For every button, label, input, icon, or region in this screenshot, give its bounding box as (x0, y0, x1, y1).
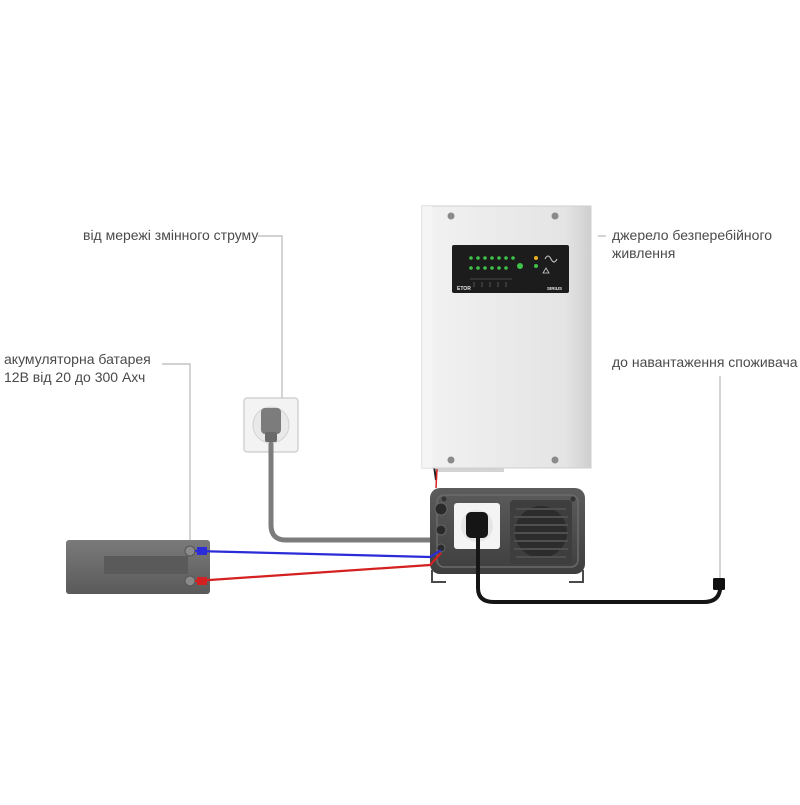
power-switch (434, 502, 448, 516)
label-mains: від мережі змінного струму (83, 227, 259, 243)
screw (551, 456, 559, 464)
fuse-holder (435, 524, 447, 536)
leader-lines (162, 235, 721, 580)
status-leds-top (469, 256, 515, 260)
wire-negative (194, 549, 442, 559)
label-battery: акумуляторна батарея 12В від 20 до 300 А… (4, 350, 151, 386)
wire-positive (194, 552, 442, 583)
screw (447, 456, 455, 464)
battery-terminal-positive (184, 575, 196, 587)
model-logo: SIRIUS (547, 286, 562, 291)
label-ups-line1: джерело безперебійного (612, 227, 773, 243)
battery-terminal-negative (184, 545, 196, 557)
leader-mains (258, 235, 283, 398)
label-ups-line2: живлення (612, 245, 676, 261)
warning-icon (542, 267, 550, 274)
label-load: до навантаження споживача (612, 354, 798, 370)
label-ups: джерело безперебійного живлення (612, 226, 772, 262)
mains-cable (268, 441, 439, 543)
ups-cabinet: ETOR SIRIUS (421, 205, 592, 481)
plug-icon (261, 408, 281, 442)
brand-logo: ETOR (457, 286, 471, 292)
load-cable (476, 536, 722, 604)
sine-wave-icon (544, 255, 558, 263)
label-battery-line1: акумуляторна батарея (4, 351, 151, 367)
screw (447, 212, 455, 220)
led-green (534, 264, 538, 268)
inverter-unit (430, 488, 585, 583)
label-battery-line2: 12В від 20 до 300 Ахч (4, 369, 146, 385)
screw (551, 212, 559, 220)
battery (66, 540, 210, 594)
led-yellow (534, 256, 538, 260)
control-panel: ETOR SIRIUS (452, 245, 569, 293)
fan-grille-icon (510, 500, 572, 564)
load-connector (713, 578, 725, 590)
leader-battery (162, 363, 191, 540)
status-leds-bottom (469, 263, 523, 270)
